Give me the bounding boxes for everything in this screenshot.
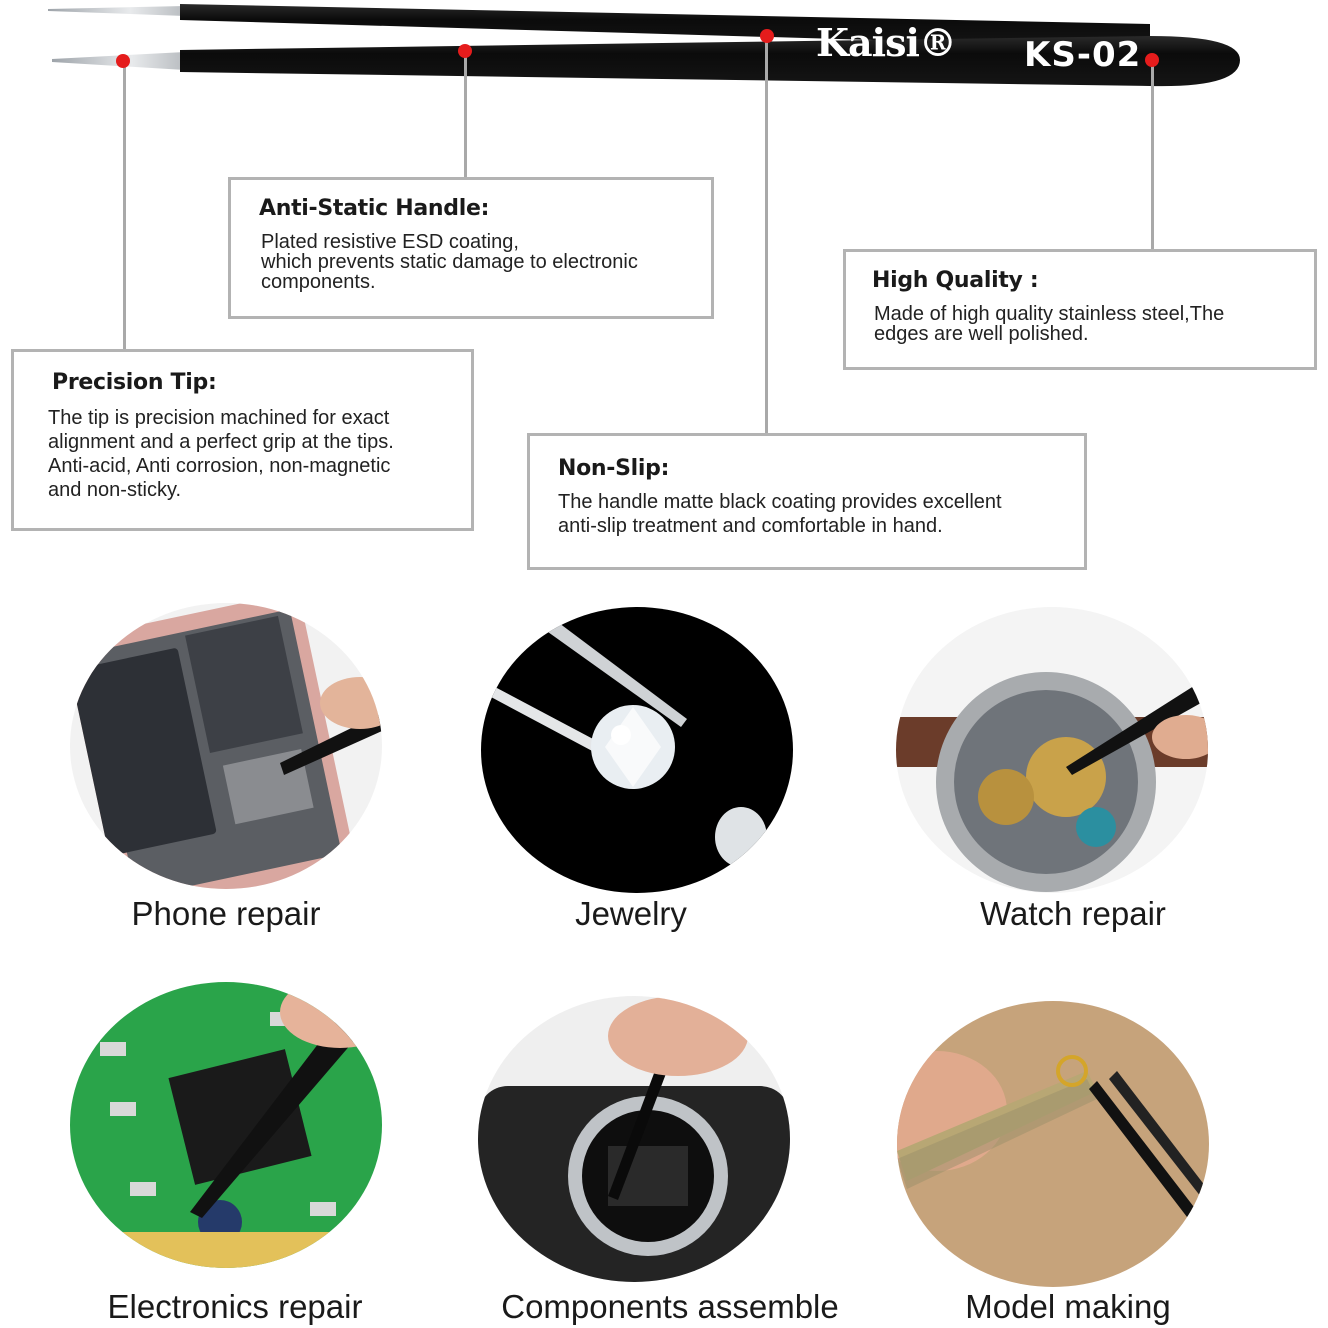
callout-title: High Quality : bbox=[872, 268, 1039, 293]
model-making-photo bbox=[897, 1001, 1209, 1287]
use-label-electronics-repair: Electronics repair bbox=[107, 1288, 363, 1325]
callout-text-line: Plated resistive ESD coating, bbox=[261, 231, 519, 253]
callout-non-slip: Non-Slip: The handle matte black coating… bbox=[527, 433, 1087, 570]
callout-text-line: components. bbox=[261, 271, 376, 293]
callout-title: Precision Tip: bbox=[52, 370, 217, 395]
callout-text-line: edges are well polished. bbox=[874, 323, 1089, 345]
leader-line-non-slip bbox=[765, 38, 768, 433]
leader-line-tip bbox=[123, 62, 126, 350]
leader-line-anti-static bbox=[464, 52, 467, 178]
phone-repair-photo bbox=[70, 603, 382, 889]
marker-dot-tip bbox=[116, 54, 130, 68]
callout-title: Non-Slip: bbox=[558, 456, 670, 481]
tweezer-upper-arm bbox=[180, 4, 1150, 48]
tweezer-illustration: Kaisi® KS-02 bbox=[48, 4, 1240, 87]
use-label-watch-repair: Watch repair bbox=[980, 895, 1166, 932]
marker-dot-quality bbox=[1145, 53, 1159, 67]
use-label-phone-repair: Phone repair bbox=[131, 895, 321, 932]
use-label-jewelry: Jewelry bbox=[575, 895, 687, 932]
marker-dot-non-slip bbox=[760, 29, 774, 43]
callout-high-quality: High Quality : Made of high quality stai… bbox=[843, 249, 1317, 370]
watch-repair-photo bbox=[896, 607, 1208, 893]
callout-anti-static: Anti-Static Handle: Plated resistive ESD… bbox=[228, 177, 714, 319]
callout-text-line: which prevents static damage to electron… bbox=[261, 251, 638, 273]
tweezer-upper-tip bbox=[48, 6, 185, 16]
callout-title: Anti-Static Handle: bbox=[259, 196, 490, 221]
use-label-components-assemble: Components assemble bbox=[501, 1288, 839, 1325]
callout-text-line: The tip is precision machined for exact bbox=[48, 407, 390, 429]
callout-text-line: Anti-acid, Anti corrosion, non-magnetic bbox=[48, 455, 391, 477]
leader-line-quality bbox=[1151, 60, 1154, 250]
callout-precision-tip: Precision Tip: The tip is precision mach… bbox=[11, 349, 474, 531]
callout-text-line: alignment and a perfect grip at the tips… bbox=[48, 431, 394, 453]
use-label-model-making: Model making bbox=[965, 1288, 1171, 1325]
tweezer-lower-arm bbox=[180, 36, 1240, 87]
callout-text-line: and non-sticky. bbox=[48, 479, 182, 501]
callout-text-line: anti-slip treatment and comfortable in h… bbox=[558, 515, 943, 537]
components-assemble-photo bbox=[478, 996, 790, 1282]
model-number: KS-02 bbox=[1024, 35, 1141, 75]
marker-dot-anti-static bbox=[458, 44, 472, 58]
electronics-repair-photo bbox=[70, 982, 382, 1268]
callout-text-line: Made of high quality stainless steel,The bbox=[874, 303, 1225, 325]
brand-logo: Kaisi® bbox=[816, 20, 956, 65]
jewelry-photo bbox=[481, 607, 793, 893]
callout-text-line: The handle matte black coating provides … bbox=[558, 491, 1002, 513]
